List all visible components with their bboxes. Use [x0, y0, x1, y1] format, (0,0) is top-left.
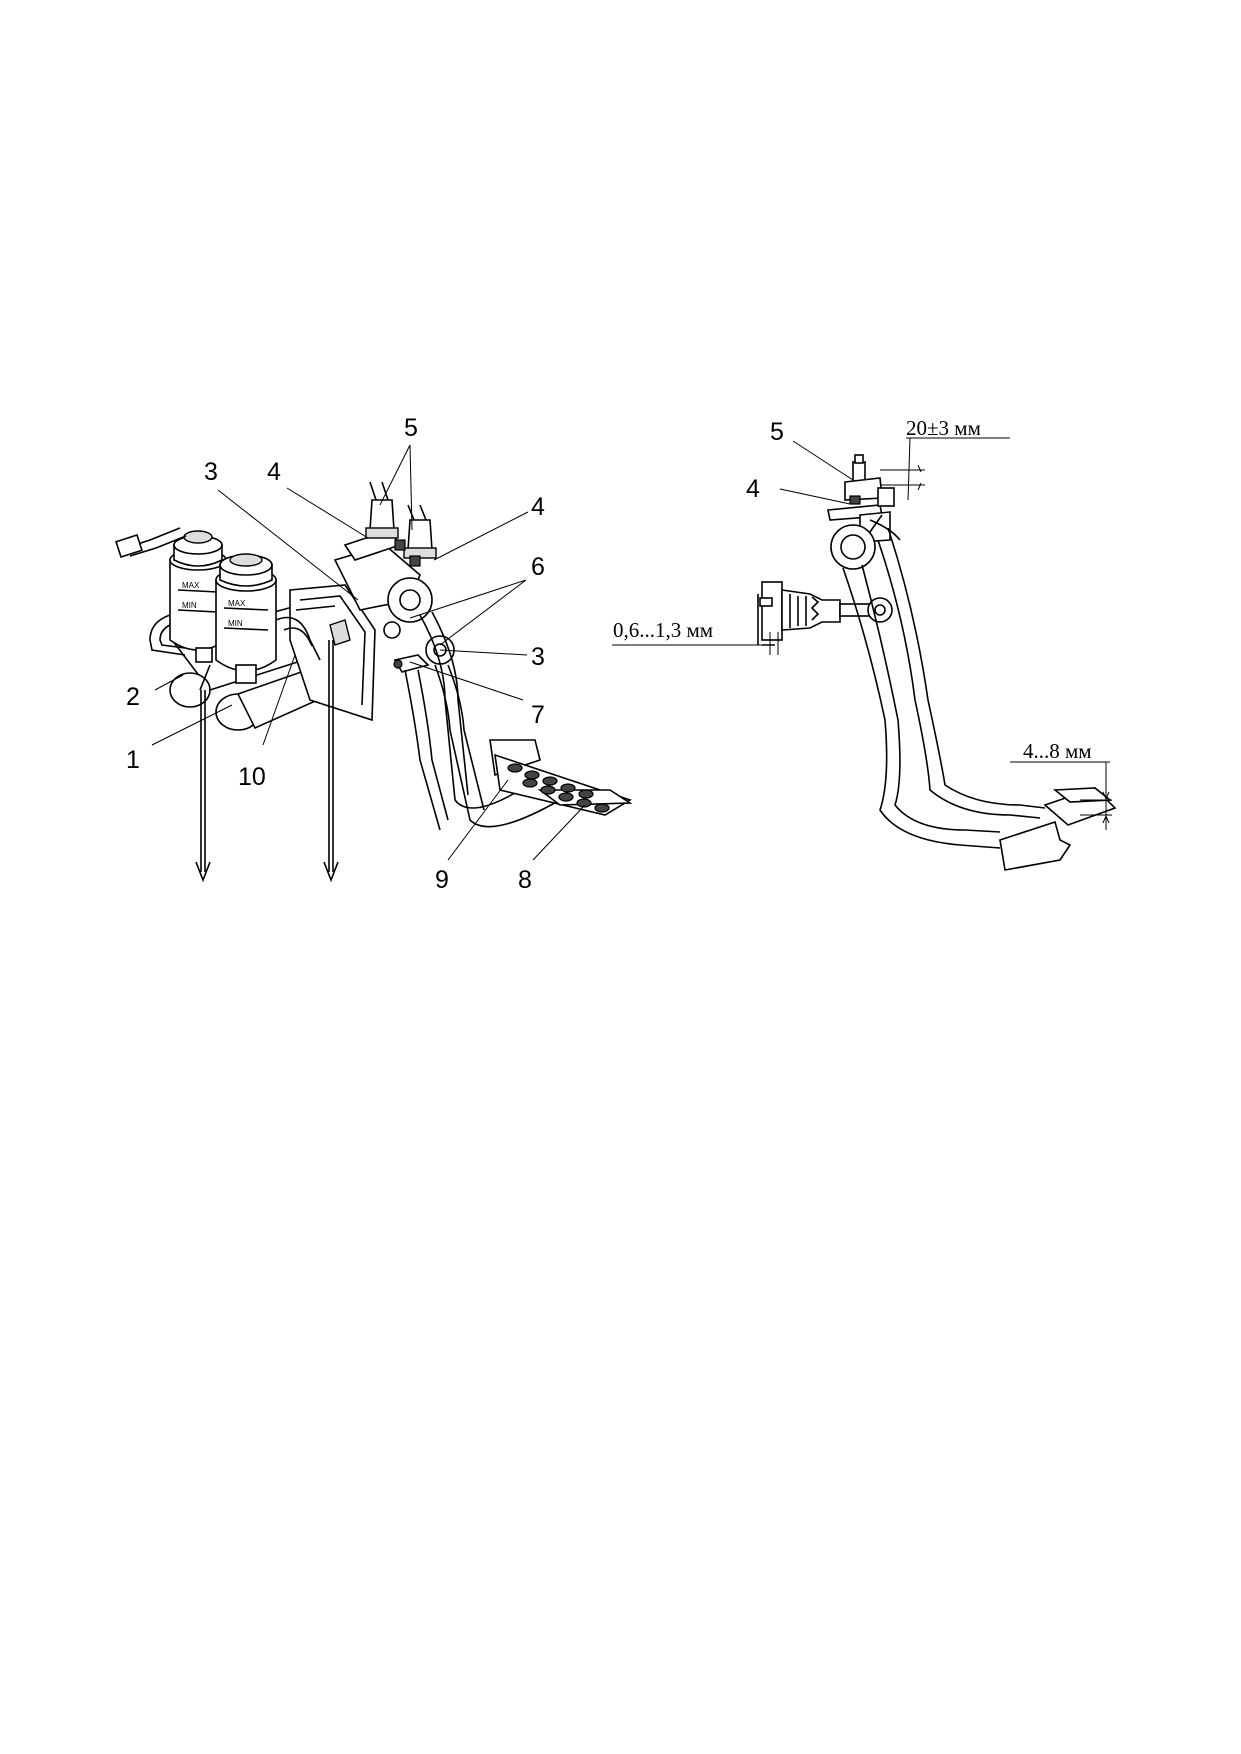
callout-9: 9 — [435, 866, 449, 894]
callout-4-right: 4 — [531, 493, 545, 521]
leader-4 — [779, 488, 851, 505]
callout-labels: 1 2 3 3 4 4 5 6 7 8 9 10 — [126, 414, 545, 894]
reservoir-hose — [115, 527, 187, 656]
pedal-bracket — [289, 529, 421, 722]
left-pedal-assembly-drawing: MAX MIN MAX MIN — [115, 414, 633, 894]
right-pedal-adjustment-drawing: 5 4 20±3 мм 0,6...1,3 мм 4...8 мм — [612, 416, 1117, 871]
min-mark-rear: MIN — [182, 601, 197, 610]
pushrod-assembly — [757, 581, 893, 646]
pedal-pivot — [830, 514, 883, 570]
dimension-pedal-height: 4...8 мм — [1023, 739, 1092, 763]
brake-light-switches — [365, 481, 437, 567]
leader-lines — [151, 444, 586, 861]
callout-right-4: 4 — [746, 475, 760, 503]
pedal-pads — [489, 739, 633, 816]
brake-fluid-reservoir-front: MAX MIN — [195, 553, 277, 684]
callout-4-left: 4 — [267, 458, 281, 486]
dimension-lines — [612, 437, 1112, 830]
callout-8: 8 — [518, 866, 532, 894]
callout-6: 6 — [531, 553, 545, 581]
pedal-arms-right — [842, 519, 1046, 849]
callout-2: 2 — [126, 683, 140, 711]
leader-5 — [792, 440, 854, 481]
callout-3-top: 3 — [204, 458, 218, 486]
max-mark-rear: MAX — [182, 581, 200, 590]
callout-10: 10 — [238, 763, 266, 791]
dimension-pushrod-gap: 0,6...1,3 мм — [613, 618, 713, 642]
dimension-switch-travel: 20±3 мм — [906, 416, 981, 440]
pad-holes — [507, 763, 610, 813]
callout-1: 1 — [126, 746, 140, 774]
callout-5: 5 — [404, 414, 418, 442]
callout-right-5: 5 — [770, 418, 784, 446]
callout-3-right: 3 — [531, 643, 545, 671]
min-mark-front: MIN — [228, 619, 243, 628]
pedal-pivots — [383, 577, 455, 673]
callout-7: 7 — [531, 701, 545, 729]
max-mark-front: MAX — [228, 599, 246, 608]
pedal-arms — [404, 611, 561, 831]
